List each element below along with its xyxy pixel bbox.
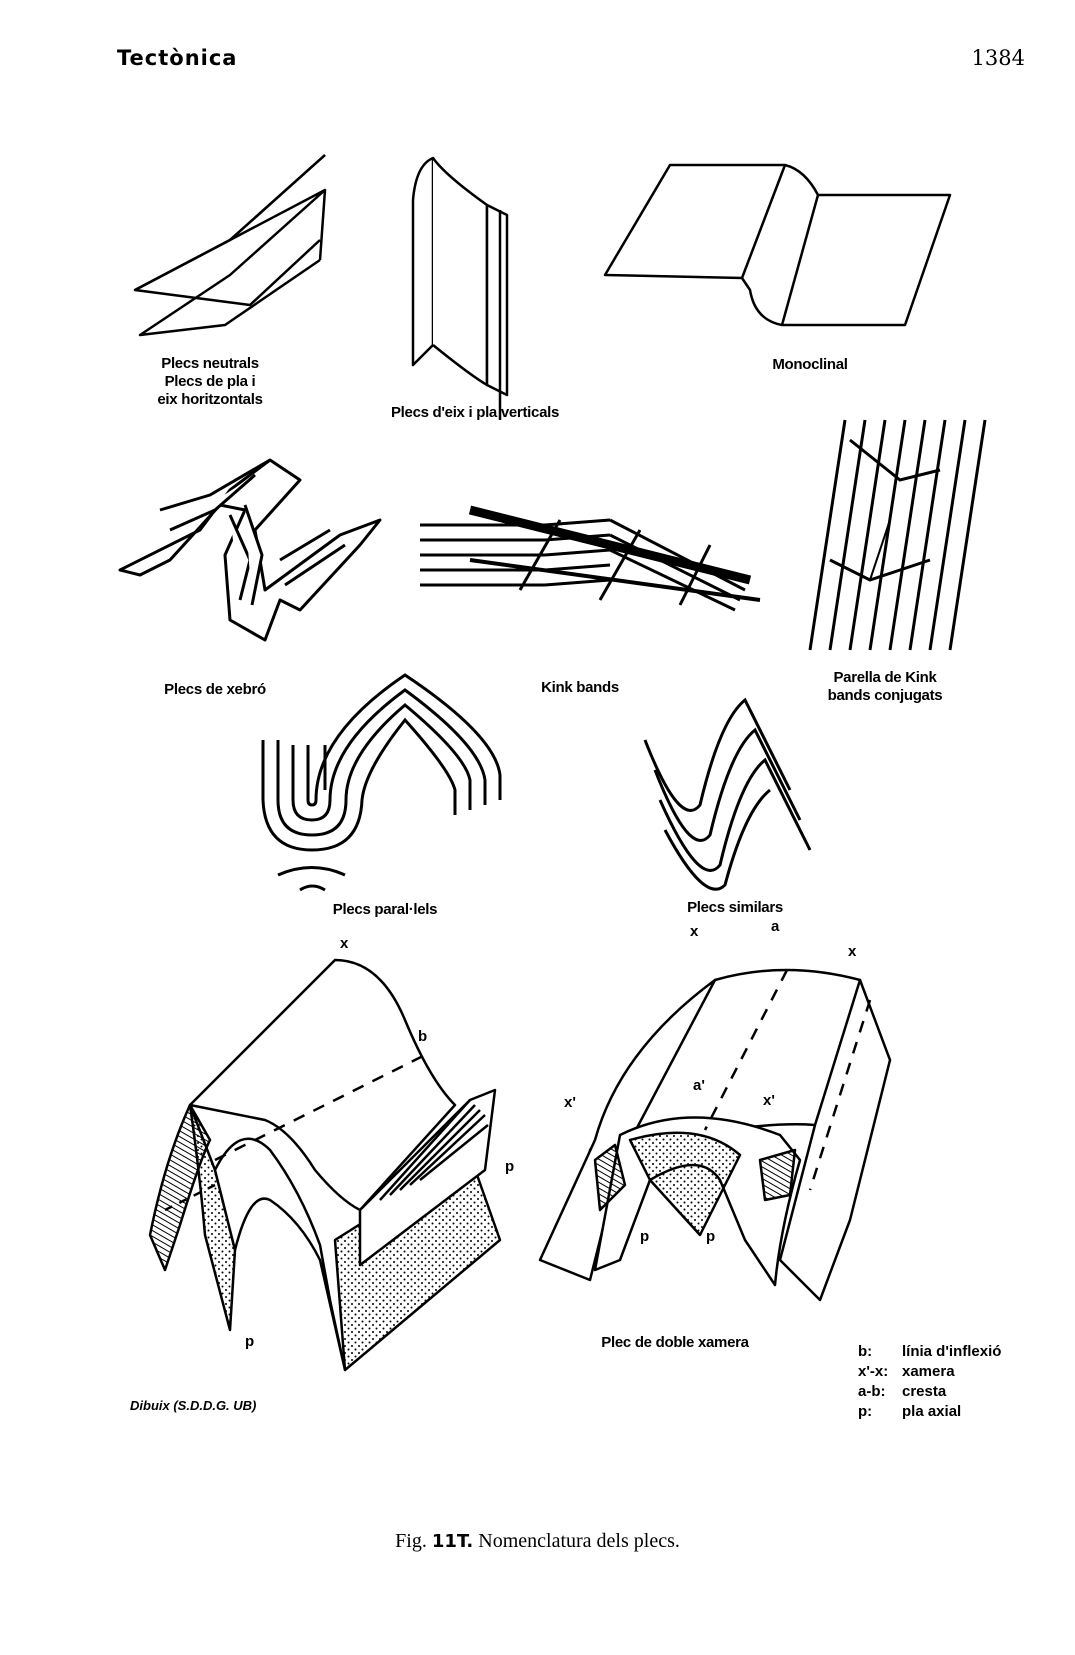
legend-row: a-b: cresta [858, 1382, 1001, 1402]
legend-key: a-b: [858, 1383, 886, 1400]
parallel-folds-diagram [261, 673, 502, 892]
legend-key: b: [858, 1343, 873, 1360]
legend-key: x'-x: [858, 1363, 889, 1380]
right-hinge-x-label-2: x [848, 943, 857, 960]
chevron-folds-diagram [118, 458, 382, 642]
kink-bands-diagram [420, 505, 761, 612]
left-axial-p-label-2: p [505, 1158, 515, 1175]
caption-figure-number: 11T. [431, 1531, 474, 1552]
left-axial-p-label-1: p [245, 1333, 255, 1350]
caption-text: Nomenclatura dels plecs. [478, 1530, 680, 1552]
page-number: 1384 [971, 46, 1025, 70]
right-hinge-x-prime-label-1: x' [564, 1094, 576, 1111]
left-hinge-x-label: x [340, 935, 349, 952]
similar-folds-label: Plecs similars [687, 899, 783, 916]
neutral-folds-label: Plecs neutrals Plecs de pla i eix horitz… [157, 355, 263, 408]
caption-prefix: Fig. [395, 1530, 427, 1552]
conjugate-kink-bands-diagram [808, 419, 987, 651]
similar-folds-diagram [643, 697, 812, 891]
neutral-folds-diagram [133, 154, 327, 337]
chevron-folds-label: Plecs de xebró [164, 681, 266, 698]
left-inflection-b-label: b [418, 1028, 428, 1045]
legend: b: línia d'inflexió x'-x: xamera a-b: crest… [858, 1342, 1001, 1422]
figure-caption: Fig. 11T. Nomenclatura dels plecs. [0, 1530, 1075, 1553]
vertical-folds-label: Plecs d'eix i pla verticals [390, 404, 560, 421]
kink-bands-label: Kink bands [541, 679, 619, 696]
double-hinge-fold-label: Plec de doble xamera [601, 1334, 749, 1351]
drawing-credit: Dibuix (S.D.D.G. UB) [130, 1398, 257, 1413]
legend-row: x'-x: xamera [858, 1362, 1001, 1382]
right-crest-a-label: a [771, 918, 780, 935]
legend-value: cresta [902, 1383, 947, 1400]
right-axial-p-label-1: p [640, 1228, 650, 1245]
fold-block-diagram [148, 958, 502, 1372]
right-hinge-x-prime-label-2: x' [763, 1092, 775, 1109]
legend-value: línia d'inflexió [902, 1343, 1002, 1360]
vertical-folds-diagram [411, 156, 509, 420]
running-header-title: Tectònica [117, 46, 238, 70]
right-hinge-x-label-1: x [690, 923, 699, 940]
legend-row: b: línia d'inflexió [858, 1342, 1001, 1362]
legend-row: p: pla axial [858, 1402, 1001, 1422]
parallel-folds-label: Plecs paral·lels [332, 901, 438, 918]
legend-value: pla axial [902, 1403, 962, 1420]
right-axial-p-label-2: p [706, 1228, 716, 1245]
right-crest-a-prime-label: a' [693, 1077, 705, 1094]
monocline-diagram [603, 163, 952, 327]
double-hinge-fold-diagram [538, 968, 892, 1302]
legend-value: xamera [902, 1363, 955, 1380]
monocline-label: Monoclinal [772, 356, 848, 373]
legend-key: p: [858, 1403, 873, 1420]
conjugate-kink-bands-label: Parella de Kink bands conjugats [827, 669, 943, 704]
